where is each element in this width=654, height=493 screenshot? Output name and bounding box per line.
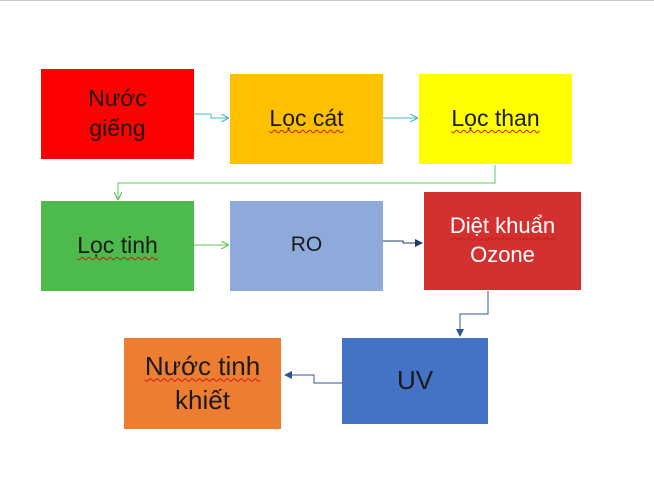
node-ro: RO (230, 201, 383, 291)
connector-ro-to-diet-khuan (383, 239, 423, 247)
node-diet-khuan-line2: Ozone (470, 242, 535, 267)
connector-loc-than-to-loc-tinh (118, 165, 496, 199)
node-uv-label: UV (396, 365, 434, 396)
node-loc-cat-label: Lọc cát (269, 105, 344, 132)
connector-nuoc-gieng-to-loc-cat (194, 113, 228, 118)
node-loc-cat: Lọc cát (230, 74, 383, 164)
node-diet-khuan-line1: Diệt khuẩn (449, 213, 556, 239)
node-nuoc-tinh-khiet-line2: khiết (175, 384, 230, 415)
node-ro-label: RO (290, 233, 323, 256)
top-border (0, 0, 654, 1)
node-nuoc-tinh-khiet-line1: Nước tinh (144, 350, 261, 381)
node-nuoc-gieng: Nước giếng (41, 69, 194, 159)
connector-diet-khuan-to-uv (456, 291, 489, 337)
node-loc-than: Lọc than (419, 74, 572, 164)
node-diet-khuan: Diệt khuẩn Ozone (424, 192, 581, 290)
node-nuoc-gieng-line2: giếng (89, 115, 146, 141)
node-nuoc-gieng-line1: Nước (88, 85, 147, 112)
node-uv: UV (342, 338, 488, 424)
node-loc-than-label: Lọc than (451, 105, 540, 132)
connector-uv-to-nuoc-tinh-khiet (284, 371, 342, 384)
node-loc-tinh-label: Lọc tinh (77, 232, 158, 259)
node-loc-tinh: Lọc tinh (41, 201, 194, 291)
node-nuoc-tinh-khiet: Nước tinh khiết (124, 338, 281, 429)
